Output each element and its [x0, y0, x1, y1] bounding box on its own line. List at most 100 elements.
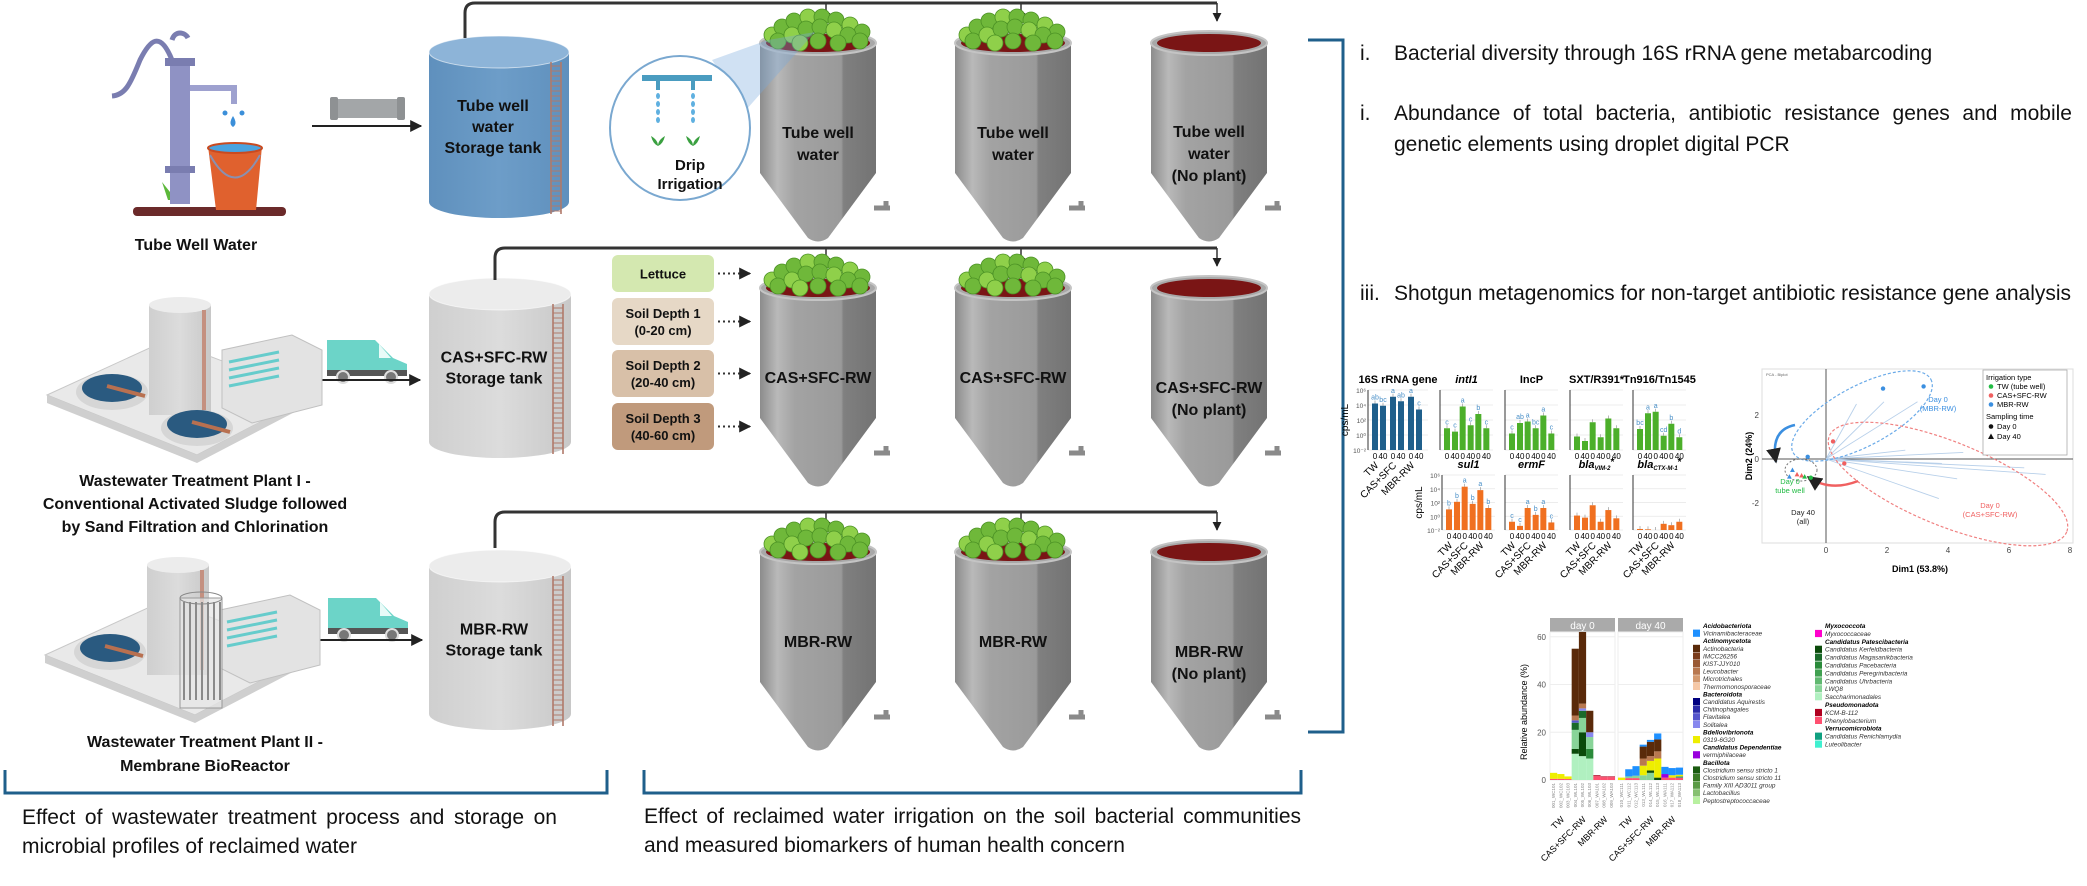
- stack-segment: [1600, 776, 1608, 778]
- stack-segment: [1639, 744, 1647, 747]
- platform-edge: [45, 655, 310, 723]
- significance-letter: a: [1463, 478, 1467, 485]
- soil-column-2-1[interactable]: CAS+SFC-RW: [759, 253, 890, 487]
- soil-column-3-3[interactable]: MBR-RW(No plant): [1150, 539, 1281, 751]
- soil-column-3-2[interactable]: MBR-RW: [954, 517, 1085, 751]
- pump-handle: [111, 38, 175, 99]
- stack-segment: [1578, 710, 1587, 718]
- legend-swatch: [1815, 716, 1822, 724]
- x-sublabel: 40: [1675, 532, 1684, 541]
- stack-segment: [1675, 776, 1683, 778]
- loading-vector: [1825, 401, 1918, 460]
- sample-type-label: Soil Depth 3: [625, 411, 700, 426]
- significance-letter: c: [1518, 517, 1522, 524]
- soil-surface: [1157, 279, 1261, 297]
- drip-line: [642, 75, 712, 81]
- column-body: [955, 288, 1071, 487]
- x-tick-label: 4: [1946, 546, 1951, 555]
- pipe-end: [330, 97, 338, 120]
- stack-segment: [1586, 737, 1594, 749]
- bar: [1613, 518, 1620, 530]
- stack-segment: [1593, 775, 1601, 777]
- stack-segment: [1571, 648, 1579, 716]
- x-sublabel: 0: [1447, 532, 1452, 541]
- significance-letter: a: [1391, 388, 1395, 395]
- legend-group-header: Verrucomicrobiota: [1825, 726, 1882, 733]
- soil-column-3-1[interactable]: MBR-RW: [759, 517, 890, 751]
- bar: [1676, 437, 1683, 450]
- bar: [1477, 490, 1484, 530]
- lettuce-leaf: [809, 541, 827, 559]
- significance-letter: b: [1486, 499, 1490, 506]
- x-sublabel: 0: [1575, 532, 1580, 541]
- legend-marker: [1988, 424, 1994, 429]
- legend-taxon: Candidatus Renichlamydia: [1825, 734, 1901, 741]
- legend-taxon: LWQ8: [1825, 686, 1843, 693]
- x-sublabel: 0: [1510, 532, 1515, 541]
- tank-top: [428, 277, 572, 311]
- pump-flange: [165, 166, 195, 173]
- lettuce-leaf: [811, 263, 829, 281]
- significance-letter: c: [1469, 416, 1473, 423]
- lettuce-icon: [763, 8, 871, 52]
- x-sublabel: 0: [1373, 452, 1378, 461]
- y-axis-label: cps/mL: [1340, 403, 1351, 436]
- column-label-line: water: [1187, 146, 1230, 163]
- bar: [1416, 409, 1422, 450]
- building-window: [228, 350, 280, 364]
- significance-letter: c: [1510, 513, 1514, 520]
- legend-taxon: IMCC26256: [1703, 653, 1738, 660]
- x-sublabel: 0: [1606, 532, 1611, 541]
- stack-segment: [1586, 758, 1594, 780]
- bracket-analyses: [1308, 38, 1345, 734]
- sample-label: 008_WA102: [1602, 783, 1607, 808]
- stack-segment: [1646, 739, 1655, 742]
- building: [219, 594, 321, 684]
- sample-label: 018_WA113: [1677, 783, 1682, 808]
- bar: [1532, 514, 1539, 530]
- legend-taxon: Candidatus Uhrbacteria: [1825, 678, 1893, 685]
- stack-segment: [1578, 717, 1587, 733]
- ellipse-day40: [1784, 458, 1818, 482]
- water-drop-icon: [656, 101, 660, 107]
- x-sublabel: 40: [1675, 452, 1684, 461]
- legend-taxon: Vicinamibacteraceae: [1703, 631, 1763, 638]
- y-tick-label: 10⁰: [1430, 513, 1440, 521]
- legend-taxon: Actinobacteria: [1702, 646, 1744, 653]
- bar: [1605, 418, 1612, 450]
- significance-letter: cd: [1660, 427, 1668, 434]
- x-sublabel: 40: [1379, 452, 1388, 461]
- soil-column-2-2[interactable]: CAS+SFC-RW: [954, 253, 1085, 487]
- tower-top: [149, 297, 211, 313]
- x-sublabel: 0: [1391, 452, 1396, 461]
- sample-label: 016_WA111: [1662, 783, 1667, 807]
- lettuce-leaf: [964, 32, 982, 50]
- bar: [1390, 396, 1396, 450]
- legend-item: TW (tube well): [1997, 382, 2046, 391]
- legend-marker: [1988, 384, 1994, 389]
- bar: [1637, 429, 1643, 450]
- legend-swatch: [1815, 661, 1822, 669]
- legend-box: [1982, 369, 2068, 456]
- taxa-legend-column: AcidobacteriotaVicinamibacteraceaeActino…: [1693, 623, 1782, 805]
- significance-letter: a: [1654, 403, 1658, 410]
- soil-column-2-3[interactable]: CAS+SFC-RW(No plant): [1150, 275, 1281, 487]
- significance-letter: a: [1526, 413, 1530, 420]
- analysis-text: Abundance of total bacteria, antibiotic …: [1394, 102, 2072, 156]
- outlet-valve-icon: [874, 446, 890, 456]
- stack-segment: [1571, 753, 1579, 780]
- soil-surface: [1157, 543, 1261, 561]
- x-sublabel: 40: [1547, 452, 1556, 461]
- column-label-line: Tube well: [977, 125, 1049, 142]
- lettuce-leaf: [791, 279, 809, 297]
- bar: [1540, 508, 1547, 530]
- stack-segment: [1600, 777, 1608, 780]
- x-sublabel: 0: [1541, 532, 1546, 541]
- column-label-line: MBR-RW: [784, 634, 853, 651]
- stack-segment: [1625, 776, 1633, 779]
